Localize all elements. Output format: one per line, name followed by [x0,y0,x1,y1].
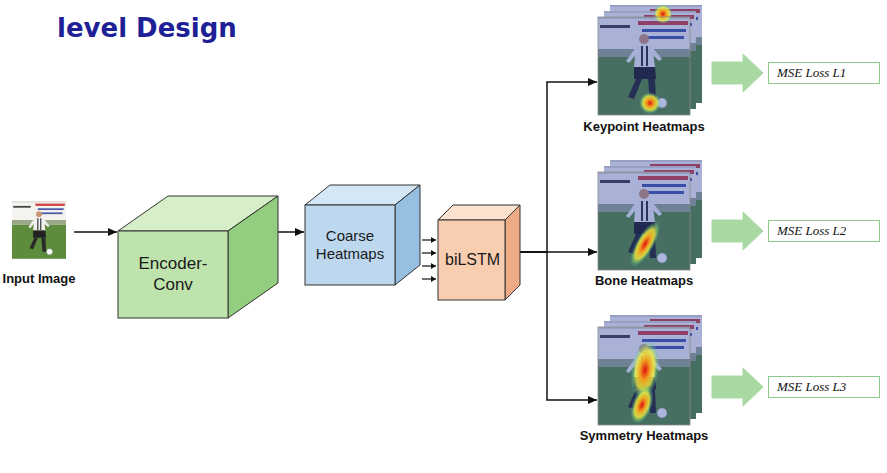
heatmap-stack: Bone Heatmaps [598,160,708,288]
cube-label-area: biLSTM [438,220,505,300]
input-image: Input Image [4,195,74,292]
connector-line [422,265,436,266]
loss-label: MSE Loss L2 [777,223,846,239]
heatmap-stack: Keypoint Heatmaps [598,5,708,133]
cube-label: biLSTM [445,250,498,269]
connector-line [422,252,436,253]
connector-line [520,82,597,252]
image-caption: Keypoint Heatmaps [583,119,704,134]
cube-front [305,205,395,285]
loss-box: MSE Loss L1 [768,62,880,84]
connector [712,368,763,406]
cube-front [118,231,228,318]
block-arrow [712,54,763,92]
connector [422,240,436,279]
cube-side [228,196,278,318]
cube-front [438,220,505,300]
heatmap-cube: Coarse Heatmaps [305,185,420,285]
connector-line [422,239,436,240]
connector-line [278,231,304,233]
encoder-cube: Encoder-Conv [118,196,278,318]
image-caption: Input Image [3,271,76,286]
cube-label-area: Encoder-Conv [118,231,228,318]
connector [74,232,117,233]
loss-box: MSE Loss L2 [768,220,880,242]
image-caption: Symmetry Heatmaps [580,428,709,443]
block-arrow [712,368,763,406]
loss-label: MSE Loss L3 [777,379,846,395]
connector-line [520,252,597,400]
cube-label-area: Coarse Heatmaps [305,205,395,285]
connector [278,232,304,233]
slide-title: level Design [57,13,237,43]
loss-box: MSE Loss L3 [768,376,880,398]
connector-line [422,278,436,279]
heatmap-stack: Symmetry Heatmaps [598,315,708,443]
bilstm-cube: biLSTM [438,205,520,300]
connector [520,82,597,252]
cube-label: Encoder-Conv [125,254,221,295]
block-arrow [712,212,763,250]
image-caption: Bone Heatmaps [595,273,693,288]
connector [712,212,763,250]
cube-label: Coarse Heatmaps [312,227,388,263]
connector-line [74,231,117,233]
loss-label: MSE Loss L1 [777,65,846,81]
cube-side [395,185,420,285]
connector [712,54,763,92]
cube-side [505,205,520,300]
connector [520,252,597,400]
